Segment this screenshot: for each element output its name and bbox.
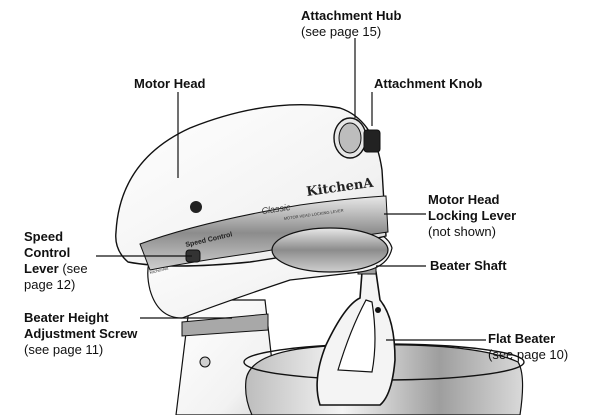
label-beater-height: Beater Height Adjustment Screw (see page… [24, 310, 138, 357]
model-script: Classic [261, 202, 292, 216]
beater-hub [271, 227, 389, 273]
label-beater-shaft: Beater Shaft [430, 258, 507, 273]
side-brand-text: KitchenAid [149, 265, 169, 274]
label-flat-beater: Flat Beater (see page 10) [488, 331, 569, 362]
label-motor-head: Motor Head [134, 76, 206, 91]
trim-band [139, 195, 389, 271]
label-speed-control: Speed Control Lever (see page 12) [24, 229, 88, 292]
column-screw [199, 356, 211, 368]
attachment-knob [363, 129, 381, 153]
label-locking-lever: Motor Head Locking Lever (not shown) [428, 192, 517, 239]
beater-height-screw [181, 313, 269, 337]
label-attachment-hub: Attachment Hub (see page 15) [301, 8, 402, 39]
motor-head-badge [190, 201, 202, 213]
label-attachment-knob: Attachment Knob [374, 76, 483, 91]
